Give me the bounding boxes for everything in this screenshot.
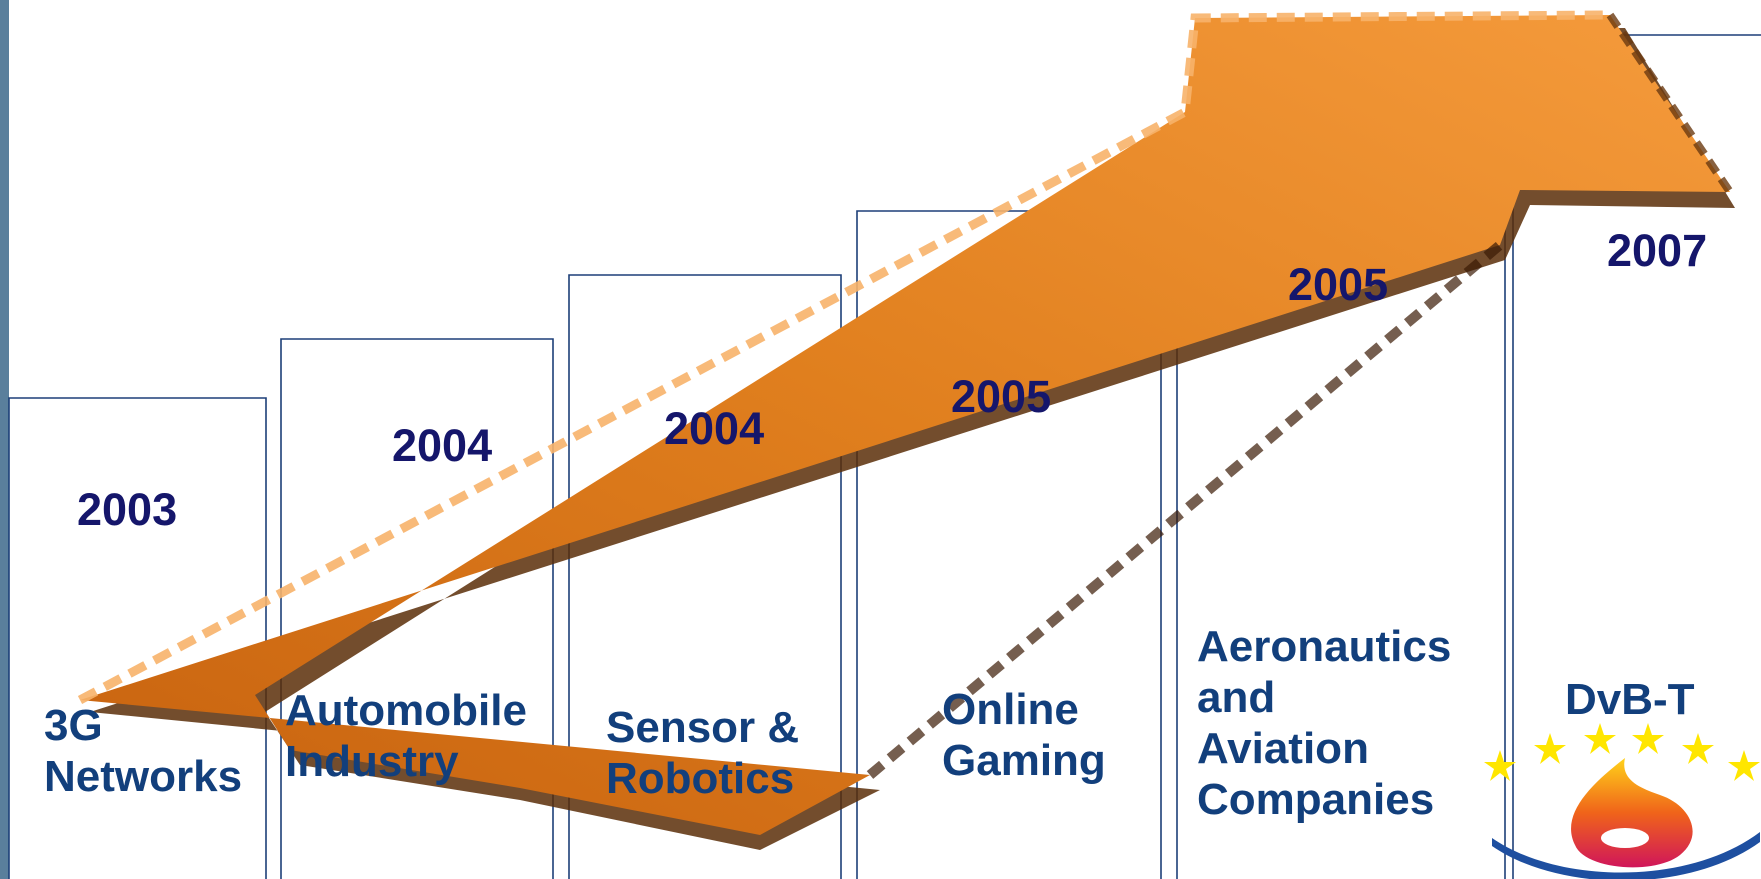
industry-label-6: DvB-T (1565, 674, 1695, 725)
industry-label-2: Automobile Industry (285, 685, 527, 787)
industry-label-1: 3G Networks (44, 700, 242, 802)
milestone-boxes (8, 34, 1761, 879)
industry-label-3-line-1: Sensor & (606, 703, 800, 752)
industry-label-4-line-2: Gaming (942, 736, 1106, 785)
left-accent-bar (0, 0, 9, 879)
year-label-6: 2007 (1607, 225, 1708, 276)
year-label-2: 2004 (392, 420, 493, 471)
industry-label-5-line-1: Aeronautics (1197, 622, 1452, 671)
industry-label-5-line-3: Aviation (1197, 724, 1369, 773)
industry-label-3-line-2: Robotics (606, 754, 795, 803)
milestone-box-2 (280, 338, 554, 879)
milestone-box-3 (568, 274, 842, 879)
year-label-5: 2005 (1288, 259, 1389, 310)
industry-label-3: Sensor & Robotics (606, 702, 799, 804)
industry-label-5-line-2: and (1197, 673, 1276, 722)
year-label-1: 2003 (77, 484, 178, 535)
industry-label-1-line-1: 3G (44, 701, 103, 750)
eu-sixth-framework-logo-icon (1484, 723, 1760, 879)
milestone-box-4 (856, 210, 1162, 879)
industry-label-1-line-2: Networks (44, 752, 243, 801)
industry-label-2-line-2: Industry (285, 737, 459, 786)
industry-label-4-line-1: Online (942, 685, 1079, 734)
year-label-4: 2005 (951, 371, 1052, 422)
year-label-3: 2004 (664, 403, 765, 454)
milestone-box-1 (8, 397, 267, 879)
industry-label-2-line-1: Automobile (285, 686, 527, 735)
industry-label-6-line-1: DvB-T (1565, 675, 1695, 724)
industry-label-5-line-4: Companies (1197, 775, 1435, 824)
industry-label-5: Aeronautics and Aviation Companies (1197, 621, 1451, 825)
growth-arrow-icon (77, 10, 1735, 850)
industry-label-4: Online Gaming (942, 684, 1106, 786)
